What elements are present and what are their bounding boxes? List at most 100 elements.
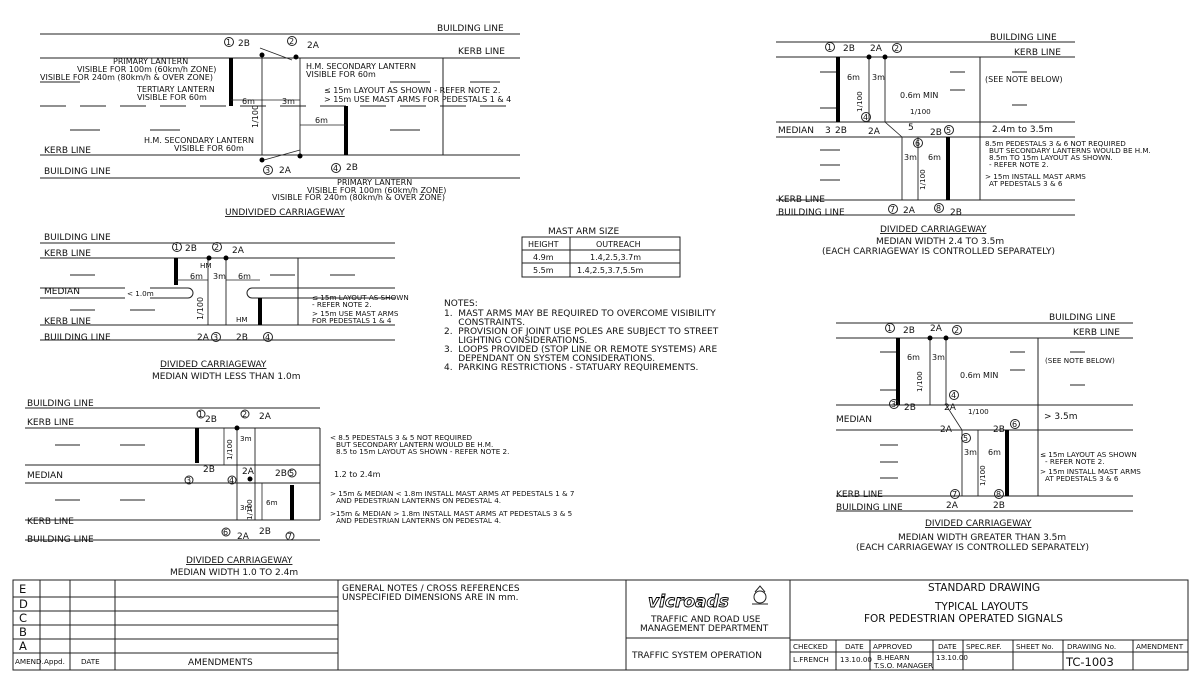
lantern-note: VISIBLE FOR 60m [137, 93, 207, 102]
table-cell: 4.9m [533, 253, 554, 262]
pedestal-type: 2A [259, 412, 272, 422]
layout-note: - REFER NOTE 2. [989, 160, 1048, 169]
median-width: 2.4m to 3.5m [992, 125, 1053, 135]
department-name: TRAFFIC AND ROAD USE [650, 615, 761, 625]
pedestal-4-marker [949, 390, 959, 400]
pedestal-1-marker [224, 37, 234, 47]
title-block: E D C B A AMEND. Appd. DATE AMENDMENTS G… [12, 579, 1189, 671]
pedestal-number: 4 [229, 476, 234, 485]
divided-median-2-4-to-3-5m-layout: BUILDING LINE KERB LINE MEDIAN KERB LINE… [776, 33, 1151, 257]
pedestal-type: 2A [242, 467, 255, 477]
slope-label: 1/100 [251, 105, 260, 128]
pedestal-dot [259, 52, 265, 58]
pedestal-3-marker [263, 165, 273, 175]
pedestal-type: 2B [835, 126, 847, 136]
layout-note: ≤ 15m LAYOUT AS SHOWN [312, 293, 409, 302]
pedestal-type: 2B [275, 469, 287, 479]
mast-arm-title: MAST ARM SIZE [548, 227, 620, 237]
amend-header: AMENDMENTS [188, 658, 253, 668]
slope-label: 1/100 [978, 465, 987, 486]
kerb-line-label: KERB LINE [27, 517, 74, 527]
layout-note: AT PEDESTALS 3 & 6 [1045, 474, 1119, 483]
dimension-label: 3m [213, 272, 226, 281]
pedestal-type: 2B [185, 244, 197, 254]
note-line: 4. PARKING RESTRICTIONS - STATUARY REQUI… [444, 363, 698, 373]
general-notes-title: GENERAL NOTES / CROSS REFERENCES [342, 584, 520, 594]
layout-note: 8.5 to 15m LAYOUT AS SHOWN - REFER NOTE … [336, 447, 509, 456]
table-cell: 1.4,2.5,3.7m [590, 253, 641, 262]
divided-small-title: DIVIDED CARRIAGEWAY [160, 360, 267, 370]
pedestal-8-marker [994, 489, 1004, 499]
median-label: MEDIAN [27, 471, 63, 481]
note-line: CONSTRAINTS. [444, 318, 525, 328]
pedestal-type: 2B [950, 208, 962, 218]
table-cell: 1.4,2.5,3.7,5.5m [577, 266, 644, 275]
layout-note: AND PEDESTRIAN LANTERNS ON PEDESTAL 4. [336, 496, 501, 505]
see-note: (SEE NOTE BELOW) [1045, 356, 1115, 365]
pedestal-type: 2B [993, 501, 1005, 511]
pedestal-type: 2B [205, 415, 217, 425]
layout-note: 8.5m PEDESTALS 3 & 6 NOT REQUIRED [985, 139, 1126, 148]
pedestal-number: 5 [963, 434, 968, 443]
pedestal-number: 1 [887, 324, 892, 333]
pedestal-number: 2 [954, 326, 959, 335]
median-label: MEDIAN [836, 415, 872, 425]
mast-arm-size-table: MAST ARM SIZE HEIGHT OUTREACH 4.9m 1.4,2… [521, 227, 681, 278]
slope-label: 1/100 [915, 371, 924, 392]
undivided-carriageway-layout: BUILDING LINE KERB LINE KERB LINE BUILDI… [40, 24, 520, 218]
dimension-label: 6m [907, 353, 920, 362]
pedestal-type: 2B [903, 326, 915, 336]
lantern-note: PRIMARY LANTERN [337, 178, 412, 187]
dimension-label: 6m [238, 272, 251, 281]
kerb-line-label: KERB LINE [1073, 328, 1120, 338]
kerb-line-label: KERB LINE [836, 490, 883, 500]
min-dimension: 0.6m MIN [900, 91, 938, 100]
pedestal-dot [206, 255, 212, 261]
building-line-label: BUILDING LINE [437, 24, 504, 34]
lantern-note: TERTIARY LANTERN [136, 85, 215, 94]
pedestal-number: 1 [174, 243, 179, 252]
layout-note: >15m & MEDIAN > 1.8m INSTALL MAST ARMS A… [330, 509, 572, 518]
pedestal-number: 3 [213, 333, 218, 342]
pedestal-number: 8 [936, 204, 941, 213]
division-name: TRAFFIC SYSTEM OPERATION [631, 651, 762, 661]
pedestal-number: 7 [890, 205, 895, 214]
dimension-label: 3m [240, 434, 252, 443]
pedestal-dot [882, 54, 888, 60]
pedestal-7-marker [285, 531, 295, 541]
crossing [901, 136, 919, 201]
pedestal-type: 2B [203, 465, 215, 475]
pedestal-4-marker [331, 163, 341, 173]
pedestal-type: 2B [259, 527, 271, 537]
slope-label: 1/100 [918, 169, 927, 190]
revision-letter: A [19, 639, 27, 653]
pedestal-type: 2A [232, 246, 245, 256]
pedestal-3-marker [184, 475, 194, 485]
divided-35-subtitle: MEDIAN WIDTH GREATER THAN 3.5m [898, 533, 1066, 543]
slope-label: 1/100 [225, 439, 234, 460]
pedestal-number: 1 [226, 38, 231, 47]
lantern-note: VISIBLE FOR 240m (80km/h & OVER ZONE) [40, 73, 213, 82]
pedestal-number: 3 [825, 126, 831, 136]
lantern-note: VISIBLE FOR 240m (80km/h & OVER ZONE) [272, 193, 445, 202]
lantern-note: VISIBLE FOR 100m (60km/h ZONE) [307, 186, 446, 195]
general-notes-text: UNSPECIFIED DIMENSIONS ARE IN mm. [342, 593, 519, 603]
undivided-title: UNDIVIDED CARRIAGEWAY [225, 208, 345, 218]
pedestal-type: 2A [279, 166, 292, 176]
pedestal-3-marker [889, 399, 899, 409]
pedestal-type: 2A [903, 206, 916, 216]
kerb-line-label: KERB LINE [44, 317, 91, 327]
lantern-note: PRIMARY LANTERN [113, 57, 188, 66]
median-width: < 1.0m [127, 289, 154, 298]
crossing [929, 337, 947, 406]
pedestal-dot [234, 425, 240, 431]
pedestal-number: 3 [891, 400, 896, 409]
dimension-label: 3m [932, 353, 945, 362]
amend-header: AMEND. [15, 657, 44, 666]
dimension-label: 3m [872, 73, 885, 82]
block-header: CHECKED [793, 642, 828, 651]
dimension-label: 6m [315, 116, 328, 125]
layout-note: BUT SECONDARY LANTERN WOULD BE H.M. [336, 440, 493, 449]
amend-header: Appd. [44, 657, 65, 666]
